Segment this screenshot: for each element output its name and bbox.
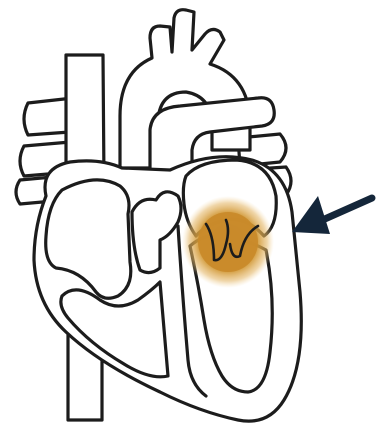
highlight-core	[198, 212, 258, 272]
pointer-arrow	[292, 196, 372, 234]
arrow-shaft	[318, 198, 372, 222]
arrow-icon	[292, 196, 330, 234]
mitral-valve-highlight	[182, 196, 274, 288]
